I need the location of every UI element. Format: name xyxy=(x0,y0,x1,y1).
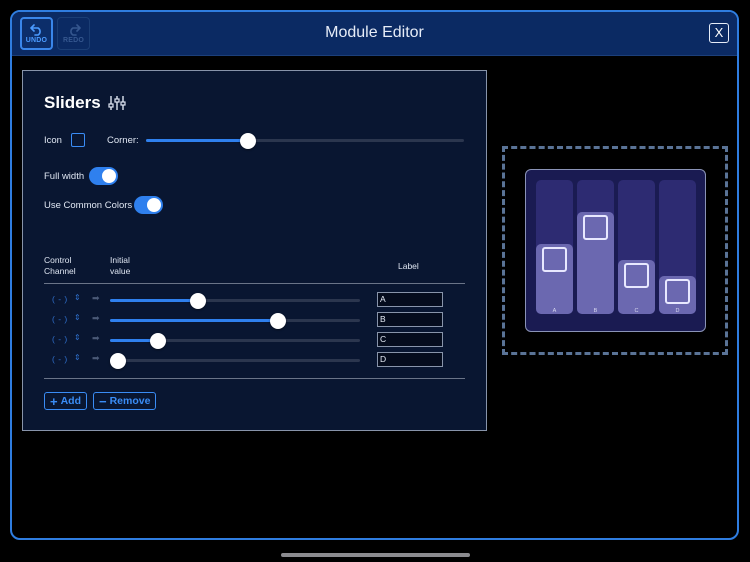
label-input[interactable]: B xyxy=(377,312,443,327)
arrow-right-icon: ➡ xyxy=(92,293,100,303)
full-width-toggle[interactable] xyxy=(89,167,118,185)
chevron-updown-icon: ⇕ xyxy=(74,353,81,362)
corner-slider[interactable] xyxy=(146,132,464,149)
redo-button[interactable]: REDO xyxy=(57,17,90,50)
table-row: ( - ) ⇕ ➡ B xyxy=(44,311,465,329)
sliders-icon xyxy=(108,96,126,110)
full-width-label: Full width xyxy=(44,171,85,182)
initial-value-slider-thumb[interactable] xyxy=(149,332,166,349)
plus-icon: + xyxy=(50,393,58,409)
preview-slider: B xyxy=(577,180,614,314)
home-indicator xyxy=(281,553,470,557)
preview-slider-knob xyxy=(583,215,608,240)
initial-value-slider-fill xyxy=(110,339,158,342)
chevron-updown-icon: ⇕ xyxy=(74,293,81,302)
add-button[interactable]: + Add xyxy=(44,392,88,410)
initial-value-slider-thumb[interactable] xyxy=(189,292,206,309)
module-editor-window: UNDO REDO Module Editor X Sliders Icon xyxy=(10,10,739,540)
label-input[interactable]: C xyxy=(377,332,443,347)
undo-button[interactable]: UNDO xyxy=(20,17,53,50)
preview-slider-knob xyxy=(665,279,690,304)
initial-value-slider-thumb[interactable] xyxy=(269,312,286,329)
remove-button-label: Remove xyxy=(109,395,151,407)
common-colors-label: Use Common Colors xyxy=(44,200,133,211)
common-colors-toggle[interactable] xyxy=(134,196,163,214)
corner-slider-thumb[interactable] xyxy=(239,132,256,149)
label-header: Label xyxy=(398,261,419,271)
initial-value-slider-thumb[interactable] xyxy=(109,352,126,369)
undo-label: UNDO xyxy=(25,36,48,44)
preview-slider-knob xyxy=(542,247,567,272)
header-divider xyxy=(44,283,465,284)
initial-value-slider-fill xyxy=(110,319,278,322)
sliders-settings-panel: Sliders Icon Corner: Full width Use Comm… xyxy=(22,70,487,431)
redo-icon xyxy=(69,23,81,36)
control-channel-header: Control Channel xyxy=(44,255,76,276)
arrow-right-icon: ➡ xyxy=(92,333,100,343)
icon-label: Icon xyxy=(44,135,62,146)
table-row: ( - ) ⇕ ➡ C xyxy=(44,331,465,349)
initial-value-slider-fill xyxy=(110,299,198,302)
label-input[interactable]: A xyxy=(377,292,443,307)
chevron-updown-icon: ⇕ xyxy=(74,313,81,322)
control-channel-select[interactable]: ( - ) xyxy=(52,294,68,304)
minus-icon: − xyxy=(99,393,107,409)
header-bar: UNDO REDO Module Editor X xyxy=(12,12,737,56)
control-channel-select[interactable]: ( - ) xyxy=(52,354,68,364)
initial-value-slider[interactable] xyxy=(110,292,360,309)
panel-title: Sliders xyxy=(44,93,126,113)
page-title: Module Editor xyxy=(325,24,424,41)
corner-slider-fill xyxy=(146,139,248,142)
control-channel-select[interactable]: ( - ) xyxy=(52,334,68,344)
module-preview: A B C D xyxy=(525,169,706,332)
close-button[interactable]: X xyxy=(709,23,729,43)
preview-slider-label: C xyxy=(634,308,639,314)
add-button-label: Add xyxy=(60,395,82,407)
arrow-right-icon: ➡ xyxy=(92,353,100,363)
corner-label: Corner: xyxy=(107,135,139,146)
table-row: ( - ) ⇕ ➡ D xyxy=(44,351,465,369)
chevron-updown-icon: ⇕ xyxy=(74,333,81,342)
preview-slider-label: A xyxy=(552,308,557,314)
redo-label: REDO xyxy=(62,36,85,44)
preview-slider-label: B xyxy=(593,308,598,314)
initial-value-slider[interactable] xyxy=(110,312,360,329)
initial-value-slider[interactable] xyxy=(110,332,360,349)
preview-slider-knob xyxy=(624,263,649,288)
initial-value-header: Initial value xyxy=(110,255,131,276)
module-preview-frame[interactable]: A B C D xyxy=(502,146,728,355)
preview-slider: A xyxy=(536,180,573,314)
panel-title-text: Sliders xyxy=(44,93,101,112)
control-channel-select[interactable]: ( - ) xyxy=(52,314,68,324)
table-row: ( - ) ⇕ ➡ A xyxy=(44,291,465,309)
preview-slider-label: D xyxy=(675,308,680,314)
label-input[interactable]: D xyxy=(377,352,443,367)
undo-icon xyxy=(29,23,41,36)
remove-button[interactable]: − Remove xyxy=(93,392,157,410)
footer-divider xyxy=(44,378,465,379)
initial-value-slider[interactable] xyxy=(109,352,360,369)
icon-checkbox[interactable] xyxy=(71,133,85,147)
preview-slider: D xyxy=(659,180,696,314)
preview-slider: C xyxy=(618,180,655,314)
arrow-right-icon: ➡ xyxy=(92,313,100,323)
